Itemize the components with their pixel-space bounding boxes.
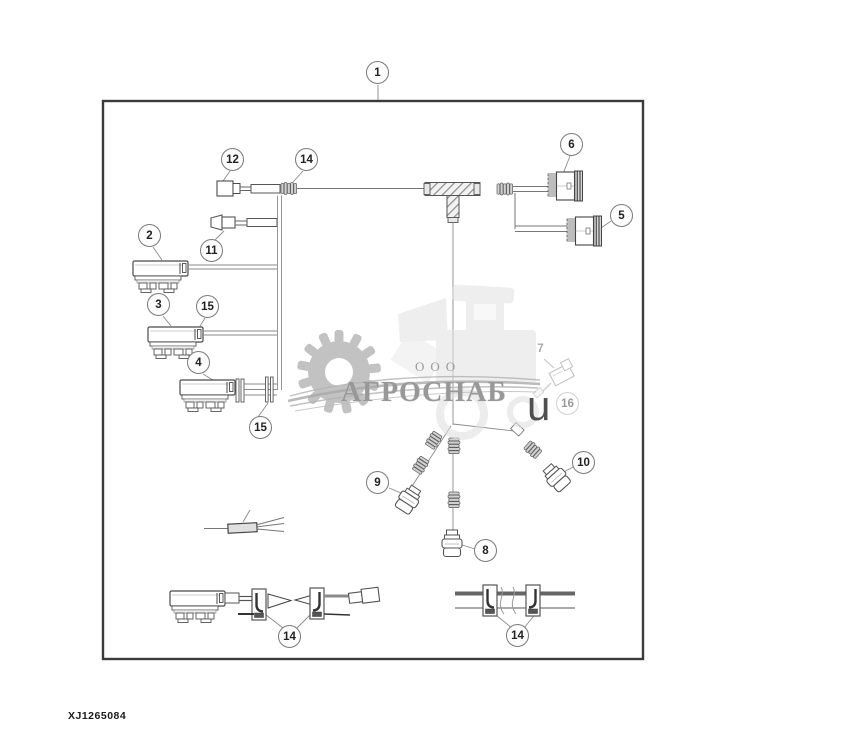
callout-16[interactable]: 16	[556, 392, 579, 415]
callout-12[interactable]: 12	[221, 148, 244, 171]
branch-8-drawing	[441, 437, 463, 558]
callout-10[interactable]: 10	[572, 451, 595, 474]
callout-5[interactable]: 5	[610, 204, 633, 227]
drawing-code: XJ1265084	[68, 710, 127, 722]
callout-11[interactable]: 11	[200, 239, 223, 262]
watermark-brand: АГРОСНАБ	[341, 377, 507, 408]
splice-14-drawing	[204, 509, 285, 534]
connector-7-drawing	[532, 357, 575, 399]
diagram-frame	[101, 99, 645, 661]
callout-1[interactable]: 1	[366, 61, 389, 84]
callout-14-top[interactable]: 14	[295, 148, 318, 171]
watermark-org-type: ООО	[415, 359, 462, 374]
gear-logo	[297, 330, 381, 414]
bottom-right-assembly	[455, 583, 575, 618]
bottom-left-assembly	[169, 586, 381, 624]
watermark-stray-char: u	[527, 382, 551, 429]
callout-7[interactable]: 7	[537, 342, 544, 355]
t-junction-drawing	[423, 182, 481, 223]
callout-14-bottom-left[interactable]: 14	[278, 625, 301, 648]
clamp-15-drawing	[265, 376, 269, 403]
callout-15-upper[interactable]: 15	[196, 295, 219, 318]
combine-watermark	[390, 284, 539, 440]
swoosh-ribbon	[287, 375, 541, 412]
connector-11-drawing	[210, 214, 278, 231]
callout-8[interactable]: 8	[474, 539, 497, 562]
callout-14-bottom-right[interactable]: 14	[506, 624, 529, 647]
callout-4[interactable]: 4	[187, 351, 210, 374]
branch-9-drawing	[392, 425, 452, 517]
callout-3[interactable]: 3	[147, 293, 170, 316]
callout-15-lower[interactable]: 15	[249, 416, 272, 439]
callout-6[interactable]: 6	[560, 133, 583, 156]
connector-12-drawing	[216, 180, 281, 197]
module-4-fittings	[235, 376, 277, 403]
callout-2[interactable]: 2	[138, 224, 161, 247]
callout-9[interactable]: 9	[366, 471, 389, 494]
